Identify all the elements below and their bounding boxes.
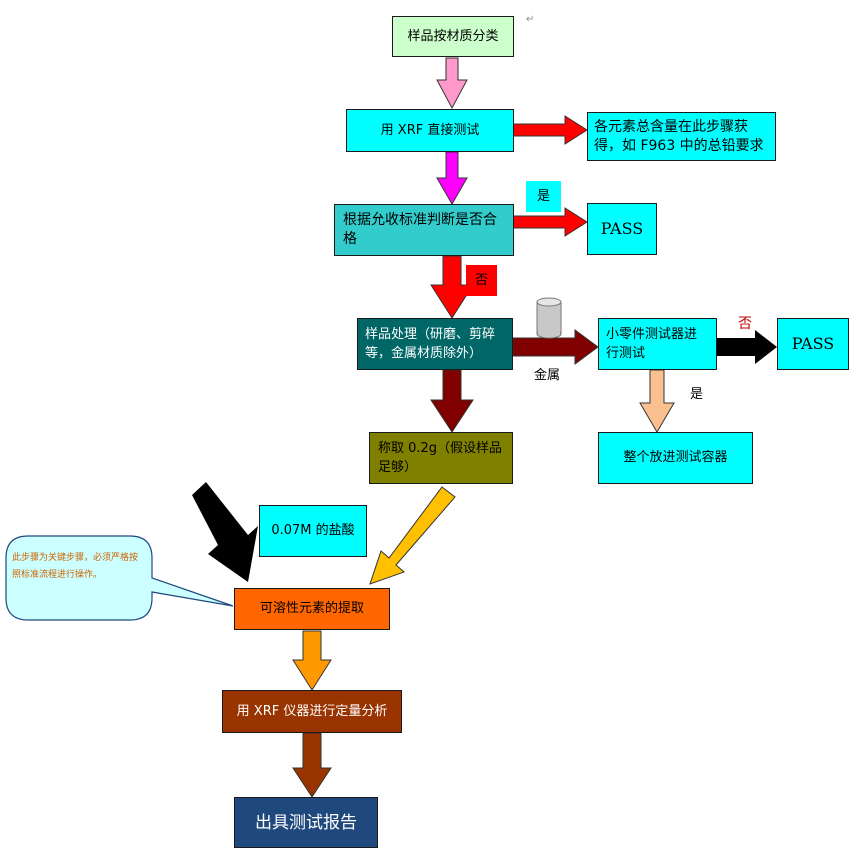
node-sample-processing: 样品处理（研磨、剪碎等，金属材质除外） xyxy=(357,318,513,370)
callout-bubble xyxy=(5,535,234,621)
arrow-xrf-to-judge xyxy=(436,151,468,206)
node-extraction-text: 可溶性元素的提取 xyxy=(259,601,364,616)
node-xrf-direct-text: 用 XRF 直接测试 xyxy=(380,122,480,138)
callout-text: 此步骤为关键步骤，必须严格按照标准流程进行操作。 xyxy=(12,553,139,580)
node-pass-top-text: PASS xyxy=(600,219,644,238)
node-classify-text: 样品按材质分类 xyxy=(407,28,499,44)
arrow-judge-to-processing xyxy=(430,255,474,319)
arrow-xrfquant-to-report xyxy=(292,732,332,798)
node-whole-container-text: 整个放进测试容器 xyxy=(623,450,728,465)
node-judge-text: 根据允收标准判断是否合格 xyxy=(343,212,497,247)
node-xrf-quant-text: 用 XRF 仪器进行定量分析 xyxy=(236,703,388,719)
cylinder-icon xyxy=(536,297,562,339)
arrow-judge-to-pass xyxy=(512,207,588,237)
label-yes-top: 是 xyxy=(526,181,561,212)
label-yes-right: 是 xyxy=(690,387,704,402)
node-small-parts-tester-text: 小零件测试器进行测试 xyxy=(606,327,698,361)
node-hcl-text: 0.07M 的盐酸 xyxy=(271,523,355,538)
arrow-black-diagonal xyxy=(192,482,258,582)
arrow-processing-to-smallparts xyxy=(512,329,599,365)
node-weigh: 称取 0.2g（假设样品足够） xyxy=(369,432,513,484)
arrow-classify-to-xrf xyxy=(436,57,468,110)
arrow-extraction-to-xrfquant xyxy=(292,630,332,691)
arrow-smallparts-to-pass xyxy=(717,330,777,364)
node-report-text: 出具测试报告 xyxy=(255,812,357,833)
node-report: 出具测试报告 xyxy=(234,797,378,848)
paragraph-mark: ↵ xyxy=(526,14,535,25)
node-small-parts-tester: 小零件测试器进行测试 xyxy=(598,318,717,370)
node-total-content-text: 各元素总含量在此步骤获得，如 F963 中的总铅要求 xyxy=(594,119,764,154)
label-no-mid: 否 xyxy=(466,265,497,296)
label-metal: 金属 xyxy=(534,368,561,383)
node-pass-right-text: PASS xyxy=(791,334,835,353)
arrow-processing-to-weigh xyxy=(430,369,474,433)
node-whole-container: 整个放进测试容器 xyxy=(598,432,753,484)
node-total-content: 各元素总含量在此步骤获得，如 F963 中的总铅要求 xyxy=(587,112,776,161)
node-classify: 样品按材质分类 xyxy=(392,16,514,57)
arrow-xrf-to-total xyxy=(512,115,588,145)
node-weigh-text: 称取 0.2g（假设样品足够） xyxy=(378,441,503,475)
node-xrf-quant: 用 XRF 仪器进行定量分析 xyxy=(222,690,402,733)
node-sample-processing-text: 样品处理（研磨、剪碎等，金属材质除外） xyxy=(365,327,496,361)
label-no-right: 否 xyxy=(738,316,752,332)
node-judge: 根据允收标准判断是否合格 xyxy=(334,204,514,256)
node-pass-top: PASS xyxy=(587,203,657,255)
node-hcl: 0.07M 的盐酸 xyxy=(259,505,367,557)
node-pass-right: PASS xyxy=(777,318,849,370)
node-xrf-direct: 用 XRF 直接测试 xyxy=(346,109,514,152)
arrow-smallparts-to-container xyxy=(639,369,675,433)
arrow-weigh-to-extraction xyxy=(369,486,456,585)
node-extraction: 可溶性元素的提取 xyxy=(234,588,390,630)
